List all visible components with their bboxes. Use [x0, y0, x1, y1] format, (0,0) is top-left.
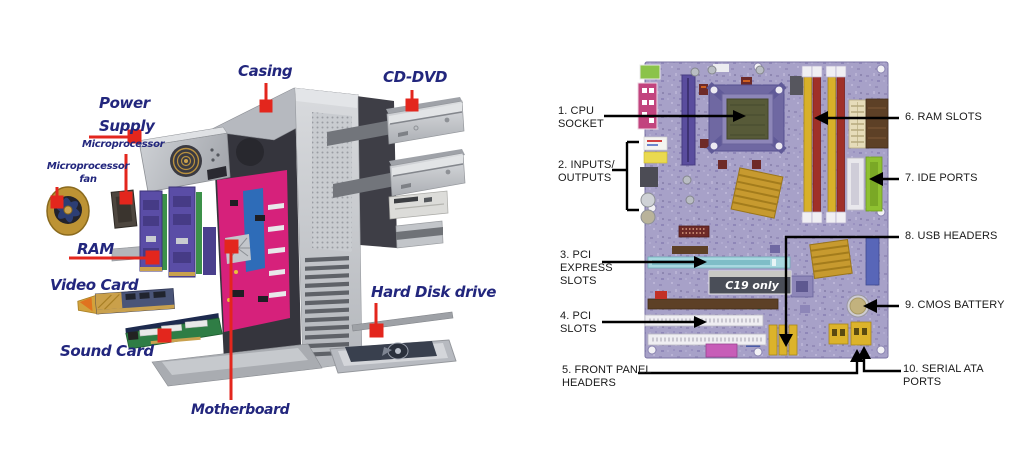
- label-ram: RAM: [77, 240, 114, 258]
- northbridge-heatsink: [730, 167, 784, 219]
- cd-dvd-drive-lower: [389, 149, 466, 197]
- motherboard-illustration: C19 only: [602, 61, 901, 375]
- label-microprocessor: Microprocessor: [82, 139, 165, 150]
- small-drive: [395, 220, 444, 249]
- label-microprocessor-fan: Microprocessor fan: [46, 161, 130, 185]
- power-supply-unit: [136, 126, 231, 193]
- blue-connector: [865, 237, 880, 286]
- label-cmos-battery: 9. CMOS BATTERY: [905, 299, 1005, 311]
- case-front-bezel: [294, 87, 363, 371]
- pci-slots-graphic: [644, 225, 779, 346]
- label-motherboard: Motherboard: [191, 402, 290, 418]
- label-cpu-socket: 1. CPU SOCKET: [558, 105, 604, 130]
- ide-ports-graphic: [846, 156, 883, 212]
- label-pci-slots: 4. PCI SLOTS: [560, 310, 597, 335]
- label-serial-ata-ports: 10. SERIAL ATA PORTS: [903, 363, 984, 388]
- label-pci-express-slots: 3. PCI EXPRESS SLOTS: [560, 249, 613, 287]
- callout-arrowheads: [694, 110, 883, 362]
- chipset-label-text: C19 only: [725, 279, 779, 292]
- sound-card-graphic: [125, 313, 223, 350]
- cpu-fan: [46, 186, 90, 236]
- label-ram-slots: 6. RAM SLOTS: [905, 111, 982, 123]
- label-cd-dvd: CD-DVD: [383, 68, 448, 86]
- cpu-socket-graphic: [706, 81, 787, 155]
- label-usb-headers: 8. USB HEADERS: [905, 230, 998, 242]
- io-ports: [637, 64, 668, 225]
- label-casing: Casing: [238, 62, 293, 80]
- cd-dvd-drive-upper: [386, 97, 465, 145]
- atx-power-connector: [848, 98, 889, 149]
- drive-rail-upper: [327, 120, 392, 146]
- video-card-graphic: [77, 288, 175, 315]
- label-video-card: Video Card: [50, 276, 139, 294]
- label-sound-card: Sound Card: [60, 342, 154, 360]
- red-leader-lines: [50, 83, 419, 400]
- chipset-label: C19 only: [708, 270, 792, 295]
- label-power-supply: Power Supply: [99, 94, 155, 136]
- hard-disk-assembly: [329, 311, 457, 374]
- callout-arrows: [602, 114, 901, 375]
- case-base: [151, 343, 323, 387]
- tower-illustration: [46, 83, 466, 400]
- label-inputs-outputs: 2. INPUTS/ OUTPUTS: [558, 159, 615, 184]
- sata-ports-graphic: [828, 321, 872, 346]
- magenta-connector: [705, 343, 738, 358]
- label-ide-ports: 7. IDE PORTS: [905, 172, 978, 184]
- label-front-panel-headers: 5. FRONT PANEL HEADERS: [562, 364, 652, 389]
- floppy-drive: [388, 190, 449, 220]
- southbridge-chip: [790, 275, 814, 298]
- label-hard-disk-drive: Hard Disk drive: [371, 283, 496, 301]
- southbridge-heatsink: [809, 238, 853, 280]
- drive-rail-lower: [333, 172, 395, 198]
- case-vent-louvers: [305, 256, 349, 357]
- ram-slots-graphic: [801, 65, 847, 224]
